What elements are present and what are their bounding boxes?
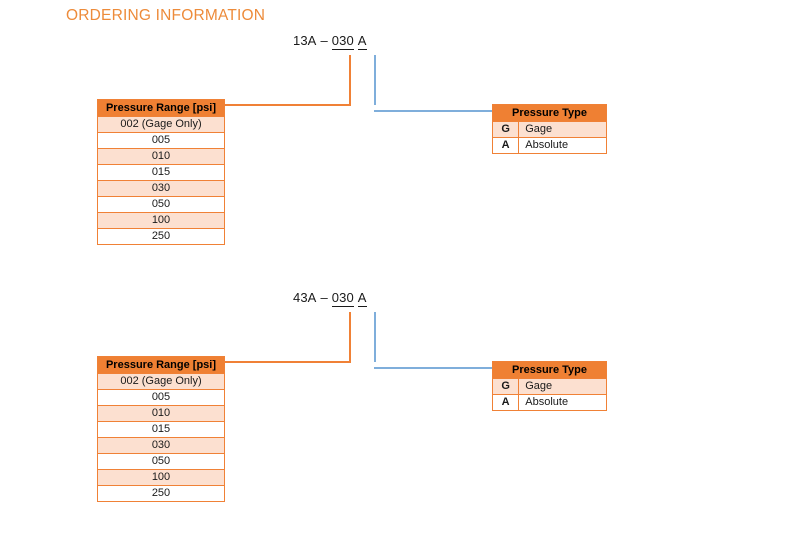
range-value: 250 xyxy=(97,228,225,245)
range-value: 005 xyxy=(97,389,225,406)
range-value: 050 xyxy=(97,196,225,213)
table-row: 250 xyxy=(97,485,225,502)
table-row: 010 xyxy=(97,405,225,422)
table-row: 005 xyxy=(97,132,225,149)
range-value: 002 (Gage Only) xyxy=(97,373,225,390)
range-value: 050 xyxy=(97,453,225,470)
range-value: 100 xyxy=(97,469,225,486)
table-header-row: Pressure Range [psi] xyxy=(97,356,225,374)
pressure-range-header: Pressure Range [psi] xyxy=(97,99,225,117)
type-description: Gage xyxy=(518,378,607,395)
range-value: 005 xyxy=(97,132,225,149)
table-row: 002 (Gage Only) xyxy=(97,373,225,390)
table-row: 250 xyxy=(97,228,225,245)
table-row: 010 xyxy=(97,148,225,165)
pressure-type-table-2: Pressure Type G Gage A Absolute xyxy=(491,361,607,411)
pressure-type-header: Pressure Type xyxy=(492,361,607,379)
type-description: Gage xyxy=(518,121,607,138)
range-value: 002 (Gage Only) xyxy=(97,116,225,133)
range-value: 250 xyxy=(97,485,225,502)
table-row: 005 xyxy=(97,389,225,406)
part-type-code: A xyxy=(357,33,367,50)
connector-orange-vertical-1 xyxy=(349,55,351,105)
table-row: G Gage xyxy=(491,378,607,395)
pressure-type-table-1: Pressure Type G Gage A Absolute xyxy=(491,104,607,154)
range-value: 100 xyxy=(97,212,225,229)
part-type-code: A xyxy=(357,290,367,307)
connector-blue-horizontal-2 xyxy=(374,367,493,369)
connector-orange-horizontal-1 xyxy=(225,104,351,106)
pressure-range-table-2: Pressure Range [psi] 002 (Gage Only) 005… xyxy=(97,356,225,502)
table-header-row: Pressure Type xyxy=(492,104,607,122)
table-row: 002 (Gage Only) xyxy=(97,116,225,133)
table-row: 030 xyxy=(97,180,225,197)
type-description: Absolute xyxy=(518,394,607,411)
table-row: 015 xyxy=(97,164,225,181)
table-header-row: Pressure Range [psi] xyxy=(97,99,225,117)
range-value: 030 xyxy=(97,437,225,454)
part-range-code: 030 xyxy=(331,290,354,307)
connector-blue-horizontal-1 xyxy=(374,110,493,112)
page-title: ORDERING INFORMATION xyxy=(66,7,266,24)
part-range-code: 030 xyxy=(331,33,354,50)
connector-blue-vertical-2 xyxy=(374,312,376,362)
range-value: 010 xyxy=(97,405,225,422)
pressure-type-header: Pressure Type xyxy=(492,104,607,122)
type-code: A xyxy=(491,394,520,411)
type-code: A xyxy=(491,137,520,154)
type-code: G xyxy=(491,378,520,395)
table-row: 015 xyxy=(97,421,225,438)
pressure-range-header: Pressure Range [psi] xyxy=(97,356,225,374)
range-value: 030 xyxy=(97,180,225,197)
table-row: 100 xyxy=(97,469,225,486)
type-description: Absolute xyxy=(518,137,607,154)
range-value: 015 xyxy=(97,164,225,181)
table-row: 030 xyxy=(97,437,225,454)
table-header-row: Pressure Type xyxy=(492,361,607,379)
table-row: A Absolute xyxy=(491,394,607,411)
table-row: G Gage xyxy=(491,121,607,138)
part-prefix: 43A xyxy=(293,290,317,305)
range-value: 015 xyxy=(97,421,225,438)
type-code: G xyxy=(491,121,520,138)
connector-orange-vertical-2 xyxy=(349,312,351,362)
pressure-range-table-1: Pressure Range [psi] 002 (Gage Only) 005… xyxy=(97,99,225,245)
connector-orange-horizontal-2 xyxy=(225,361,351,363)
range-value: 010 xyxy=(97,148,225,165)
table-row: 050 xyxy=(97,453,225,470)
part-dash: – xyxy=(320,290,328,305)
connector-blue-vertical-1 xyxy=(374,55,376,105)
table-row: 050 xyxy=(97,196,225,213)
part-dash: – xyxy=(320,33,328,48)
part-prefix: 13A xyxy=(293,33,317,48)
table-row: A Absolute xyxy=(491,137,607,154)
table-row: 100 xyxy=(97,212,225,229)
